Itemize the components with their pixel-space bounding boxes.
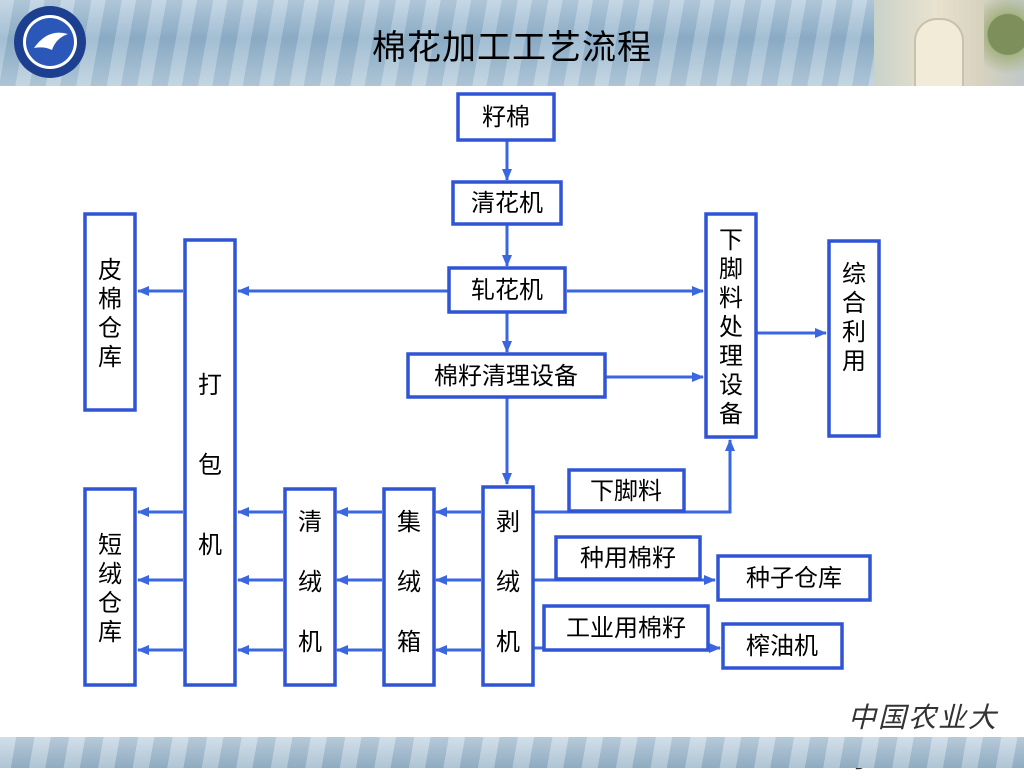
- node-cleaner-label: 清花机: [471, 189, 543, 217]
- building-arch: [914, 18, 964, 86]
- node-industrial-seed-label: 工业用棉籽: [566, 614, 686, 642]
- node-scrap-processing: 下脚料处理设备: [704, 212, 758, 439]
- node-linter-cleaner-label: 清绒机: [298, 508, 322, 656]
- node-seed-cotton: 籽棉: [456, 92, 556, 142]
- node-lint-box-label: 集绒箱: [397, 508, 421, 656]
- page-title: 棉花加工工艺流程: [372, 28, 652, 68]
- node-gin: 轧花机: [447, 266, 567, 314]
- node-planting-seed-label: 种用棉籽: [580, 544, 676, 572]
- node-lint-box: 集绒箱: [382, 487, 436, 687]
- node-short-fiber-storage-label: 短绒仓库: [98, 531, 122, 646]
- node-scrap: 下脚料: [567, 468, 686, 513]
- header-texture: [0, 0, 1024, 86]
- node-lint-storage-label: 皮棉仓库: [98, 256, 122, 371]
- node-delinter: 剥绒机: [481, 485, 535, 687]
- node-scrap-processing-label: 下脚料处理设备: [719, 226, 743, 428]
- node-seed-cleaning-label: 棉籽清理设备: [434, 362, 578, 390]
- footer-banner: [0, 737, 1024, 768]
- node-planting-seed: 种用棉籽: [554, 535, 702, 581]
- node-seed-storage: 种子仓库: [716, 554, 872, 602]
- university-logo: [14, 6, 86, 78]
- node-scrap-label: 下脚料: [590, 477, 662, 505]
- node-linter-cleaner: 清绒机: [283, 487, 337, 687]
- node-seed-storage-label: 种子仓库: [746, 564, 842, 592]
- header-building-image: [874, 0, 1024, 86]
- node-industrial-seed: 工业用棉籽: [542, 604, 710, 652]
- node-cleaner: 清花机: [451, 180, 563, 226]
- node-comprehensive-use-label: 综合利用: [842, 260, 866, 375]
- node-baler: 打包机: [183, 238, 237, 687]
- node-comprehensive-use: 综合利用: [827, 239, 881, 438]
- node-delinter-label: 剥绒机: [496, 508, 520, 656]
- node-seed-cotton-label: 籽棉: [482, 103, 530, 131]
- node-gin-label: 轧花机: [471, 276, 543, 304]
- node-lint-storage: 皮棉仓库: [83, 212, 137, 412]
- building-tree: [984, 0, 1024, 86]
- node-oil-press-label: 榨油机: [746, 632, 818, 660]
- node-baler-label: 打包机: [198, 371, 222, 559]
- header-banner: [0, 0, 1024, 86]
- node-short-fiber-storage: 短绒仓库: [83, 487, 137, 687]
- node-seed-cleaning: 棉籽清理设备: [406, 352, 607, 399]
- node-oil-press: 榨油机: [721, 622, 844, 670]
